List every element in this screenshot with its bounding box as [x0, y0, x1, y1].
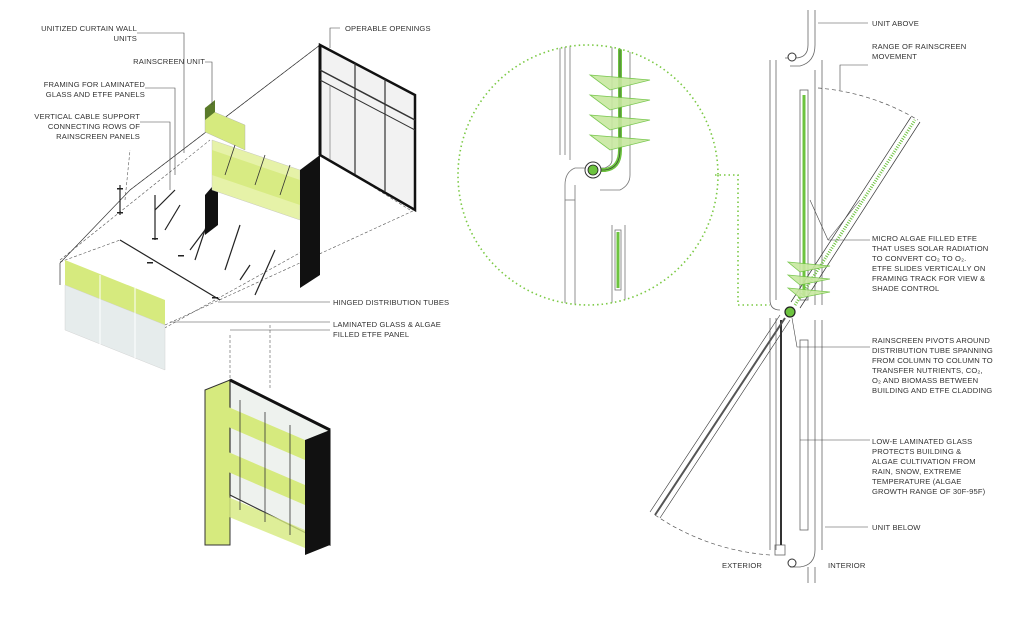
- movement-arc-lower: [654, 514, 771, 556]
- enlarged-detail: [457, 44, 770, 306]
- movement-arc-upper: [817, 87, 919, 121]
- label-unit-above: UNIT ABOVE: [872, 19, 919, 28]
- cable-supports: [119, 185, 276, 301]
- rainscreen-tilted-down: [649, 314, 791, 519]
- operable-openings-frame: [318, 42, 417, 213]
- label-rainscreen-unit: RAINSCREEN UNIT: [133, 57, 205, 66]
- axonometric-assembly: [59, 27, 417, 555]
- distribution-tube: [784, 306, 796, 318]
- rainscreen-tilted-up: [790, 116, 921, 309]
- label-unit-below: UNIT BELOW: [872, 523, 921, 532]
- section-leaders: [791, 22, 870, 528]
- label-laminated-glass: LAMINATED GLASS & ALGAE FILLED ETFE PANE…: [333, 320, 441, 339]
- wall-section: [649, 10, 921, 583]
- cable-ticks: [117, 188, 218, 299]
- label-framing: FRAMING FOR LAMINATED GLASS AND ETFE PAN…: [43, 80, 145, 99]
- label-pivot: RAINSCREEN PIVOTS AROUND DISTRIBUTION TU…: [872, 336, 993, 395]
- lower-joint: [787, 558, 797, 568]
- detail-link: [715, 174, 770, 306]
- detail-circle: [457, 44, 719, 306]
- label-micro-algae: MICRO ALGAE FILLED ETFE THAT USES SOLAR …: [872, 234, 989, 293]
- lower-algae-panels: [64, 260, 166, 371]
- label-interior: INTERIOR: [828, 561, 866, 570]
- label-unitized-curtain-wall: UNITIZED CURTAIN WALL UNITS: [41, 24, 137, 43]
- module-elevation: [204, 378, 331, 555]
- upper-algae-panels: [204, 100, 301, 221]
- module-outline: [59, 44, 321, 285]
- etfe-folds: [786, 261, 831, 299]
- rainscreen-dark-panel: [205, 180, 218, 235]
- label-range-movement: RANGE OF RAINSCREEN MOVEMENT: [872, 42, 967, 61]
- axon-leaders: [137, 27, 340, 331]
- label-operable-openings: OPERABLE OPENINGS: [345, 24, 431, 33]
- label-cable-support: VERTICAL CABLE SUPPORT CONNECTING ROWS O…: [34, 112, 140, 141]
- label-exterior: EXTERIOR: [722, 561, 763, 570]
- column-slab: [300, 155, 320, 288]
- upper-joint: [787, 52, 797, 62]
- label-low-e: LOW-E LAMINATED GLASS PROTECTS BUILDING …: [872, 437, 986, 496]
- label-hinged-tubes: HINGED DISTRIBUTION TUBES: [333, 298, 450, 307]
